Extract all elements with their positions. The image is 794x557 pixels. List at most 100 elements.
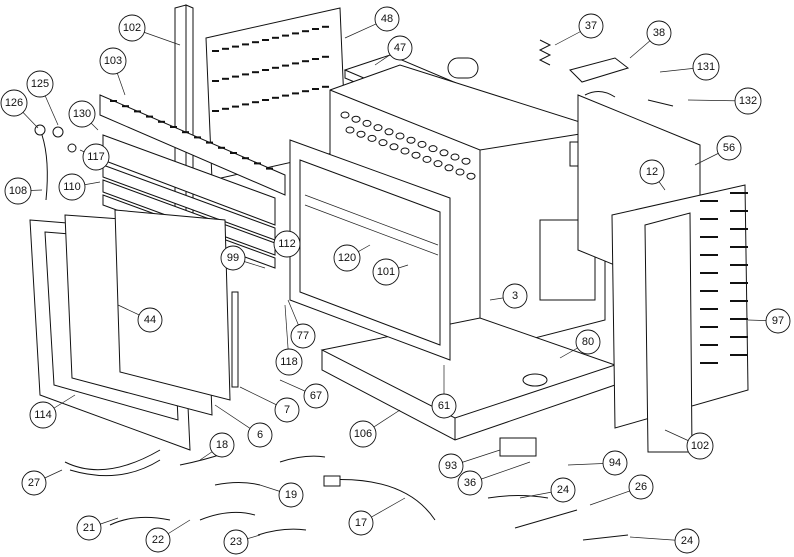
vent-slot	[194, 136, 201, 139]
vent-hole	[340, 111, 350, 119]
part-label: 80	[575, 329, 601, 355]
part-label: 108	[4, 177, 32, 205]
vent-slot	[262, 99, 269, 101]
part-label-circle	[674, 528, 700, 554]
vent-slot	[312, 58, 319, 60]
part-number: 36	[464, 477, 476, 489]
part-label-circle	[374, 6, 400, 32]
vent-slot	[232, 105, 239, 108]
part-label: 120	[333, 244, 361, 272]
part-number: 38	[653, 27, 665, 39]
part-label-circle	[349, 420, 377, 448]
part-number: 23	[230, 536, 242, 548]
wiring-harnesses	[64, 437, 629, 541]
vent-slot	[700, 218, 718, 220]
part-label-circle	[372, 258, 400, 286]
vent-slot	[242, 43, 249, 46]
vent-slot	[302, 30, 309, 33]
part-number: 102	[123, 22, 141, 34]
vent-slot	[134, 110, 141, 113]
part-label-circle	[68, 100, 96, 128]
vent-slot	[302, 60, 309, 63]
part-label-circle	[223, 529, 249, 555]
part-label-circle	[275, 348, 303, 376]
part-label-circle	[348, 510, 374, 536]
part-number: 26	[635, 481, 647, 493]
part-number: 93	[445, 460, 457, 472]
part-label-circle	[0, 89, 28, 117]
part-label-circle	[765, 308, 791, 334]
part-label: 130	[68, 100, 96, 128]
part-number: 97	[772, 315, 784, 327]
deflector-panel	[99, 94, 286, 196]
part-number: 108	[9, 185, 27, 197]
part-number: 125	[31, 78, 49, 90]
vent-slot	[232, 45, 239, 48]
vent-slot	[122, 105, 129, 108]
vent-hole	[433, 160, 443, 168]
part-number: 6	[257, 429, 263, 441]
part-number: 130	[73, 108, 91, 120]
part-label: 47	[387, 35, 413, 61]
vent-slot	[262, 69, 269, 71]
vent-slot	[730, 318, 748, 320]
vent-slot	[252, 71, 259, 74]
vent-slot	[322, 25, 329, 28]
part-label: 44	[137, 307, 163, 333]
part-label-circle	[4, 177, 32, 205]
part-label: 12	[639, 159, 665, 185]
part-label: 117	[82, 143, 110, 171]
gasket-strip	[231, 291, 239, 388]
vent-slot	[282, 64, 289, 67]
vent-slot	[222, 47, 229, 50]
vent-slot	[700, 290, 718, 292]
vent-slot	[252, 41, 259, 44]
part-label-circle	[21, 470, 47, 496]
vent-slot	[110, 100, 117, 102]
vent-hole	[345, 126, 355, 134]
vent-slot	[730, 246, 748, 248]
part-label: 21	[76, 515, 102, 541]
vent-slot	[700, 326, 718, 328]
vent-slot	[700, 236, 718, 238]
part-number: 44	[144, 314, 156, 326]
part-label-circle	[457, 470, 483, 496]
vent-hole	[378, 139, 388, 147]
part-number: 67	[310, 390, 322, 402]
part-number: 22	[152, 534, 164, 546]
part-number: 126	[5, 97, 23, 109]
vent-hole	[384, 128, 394, 136]
vent-slot	[700, 200, 718, 202]
vent-hole	[389, 143, 399, 151]
vent-slot	[206, 141, 213, 144]
part-number: 114	[34, 409, 52, 421]
vent-hole	[417, 140, 427, 148]
vent-hole	[444, 164, 454, 172]
part-label: 56	[716, 135, 742, 161]
part-label: 93	[438, 453, 464, 479]
part-label: 37	[578, 13, 604, 39]
part-label-circle	[438, 453, 464, 479]
vent-slot	[232, 75, 239, 78]
vent-slot	[730, 192, 748, 194]
right-panels	[577, 94, 749, 453]
vent-slot	[730, 228, 748, 230]
part-number: 80	[582, 336, 594, 348]
vent-slot	[262, 39, 269, 41]
vent-hole	[461, 157, 471, 165]
part-label-circle	[602, 450, 628, 476]
part-label: 94	[602, 450, 628, 476]
vent-slot	[700, 344, 718, 346]
part-label: 26	[628, 474, 654, 500]
part-number: 106	[354, 428, 372, 440]
part-label-circle	[578, 13, 604, 39]
part-label: 67	[303, 383, 329, 409]
part-label-circle	[303, 383, 329, 409]
part-number: 37	[585, 20, 597, 32]
part-number: 21	[83, 522, 95, 534]
part-label-circle	[118, 14, 146, 42]
part-label-circle	[387, 35, 413, 61]
part-label: 112	[273, 230, 301, 258]
vent-hole	[411, 151, 421, 159]
part-number: 56	[723, 142, 735, 154]
